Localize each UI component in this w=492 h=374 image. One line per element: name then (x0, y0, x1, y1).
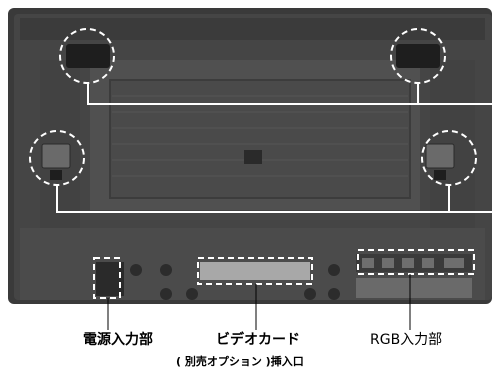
connector-screws (130, 264, 340, 300)
top-vent-strip (20, 18, 485, 40)
video-card-label: ビデオカード (216, 332, 300, 348)
rgb-ports (362, 258, 464, 268)
video-card-slot (200, 262, 310, 280)
bracket-right (425, 143, 455, 169)
handle-top-right (396, 44, 440, 68)
back-plate (109, 79, 411, 199)
rgb-input-label: RGB入力部 (370, 332, 443, 348)
bracket-left (41, 143, 71, 169)
highlight-boxes (93, 249, 475, 299)
callout-lines (56, 82, 492, 213)
video-card-sub-label: ( 別売オプション )挿入口 (176, 355, 304, 368)
center-mount-screw (244, 150, 262, 164)
bracket-right-foot (434, 170, 446, 180)
power-input-label: 電源入力部 (83, 332, 153, 348)
handle-top-left (66, 44, 110, 68)
bracket-left-foot (50, 170, 62, 180)
label-leaders (107, 274, 411, 330)
rgb-terminal-block (356, 278, 472, 298)
